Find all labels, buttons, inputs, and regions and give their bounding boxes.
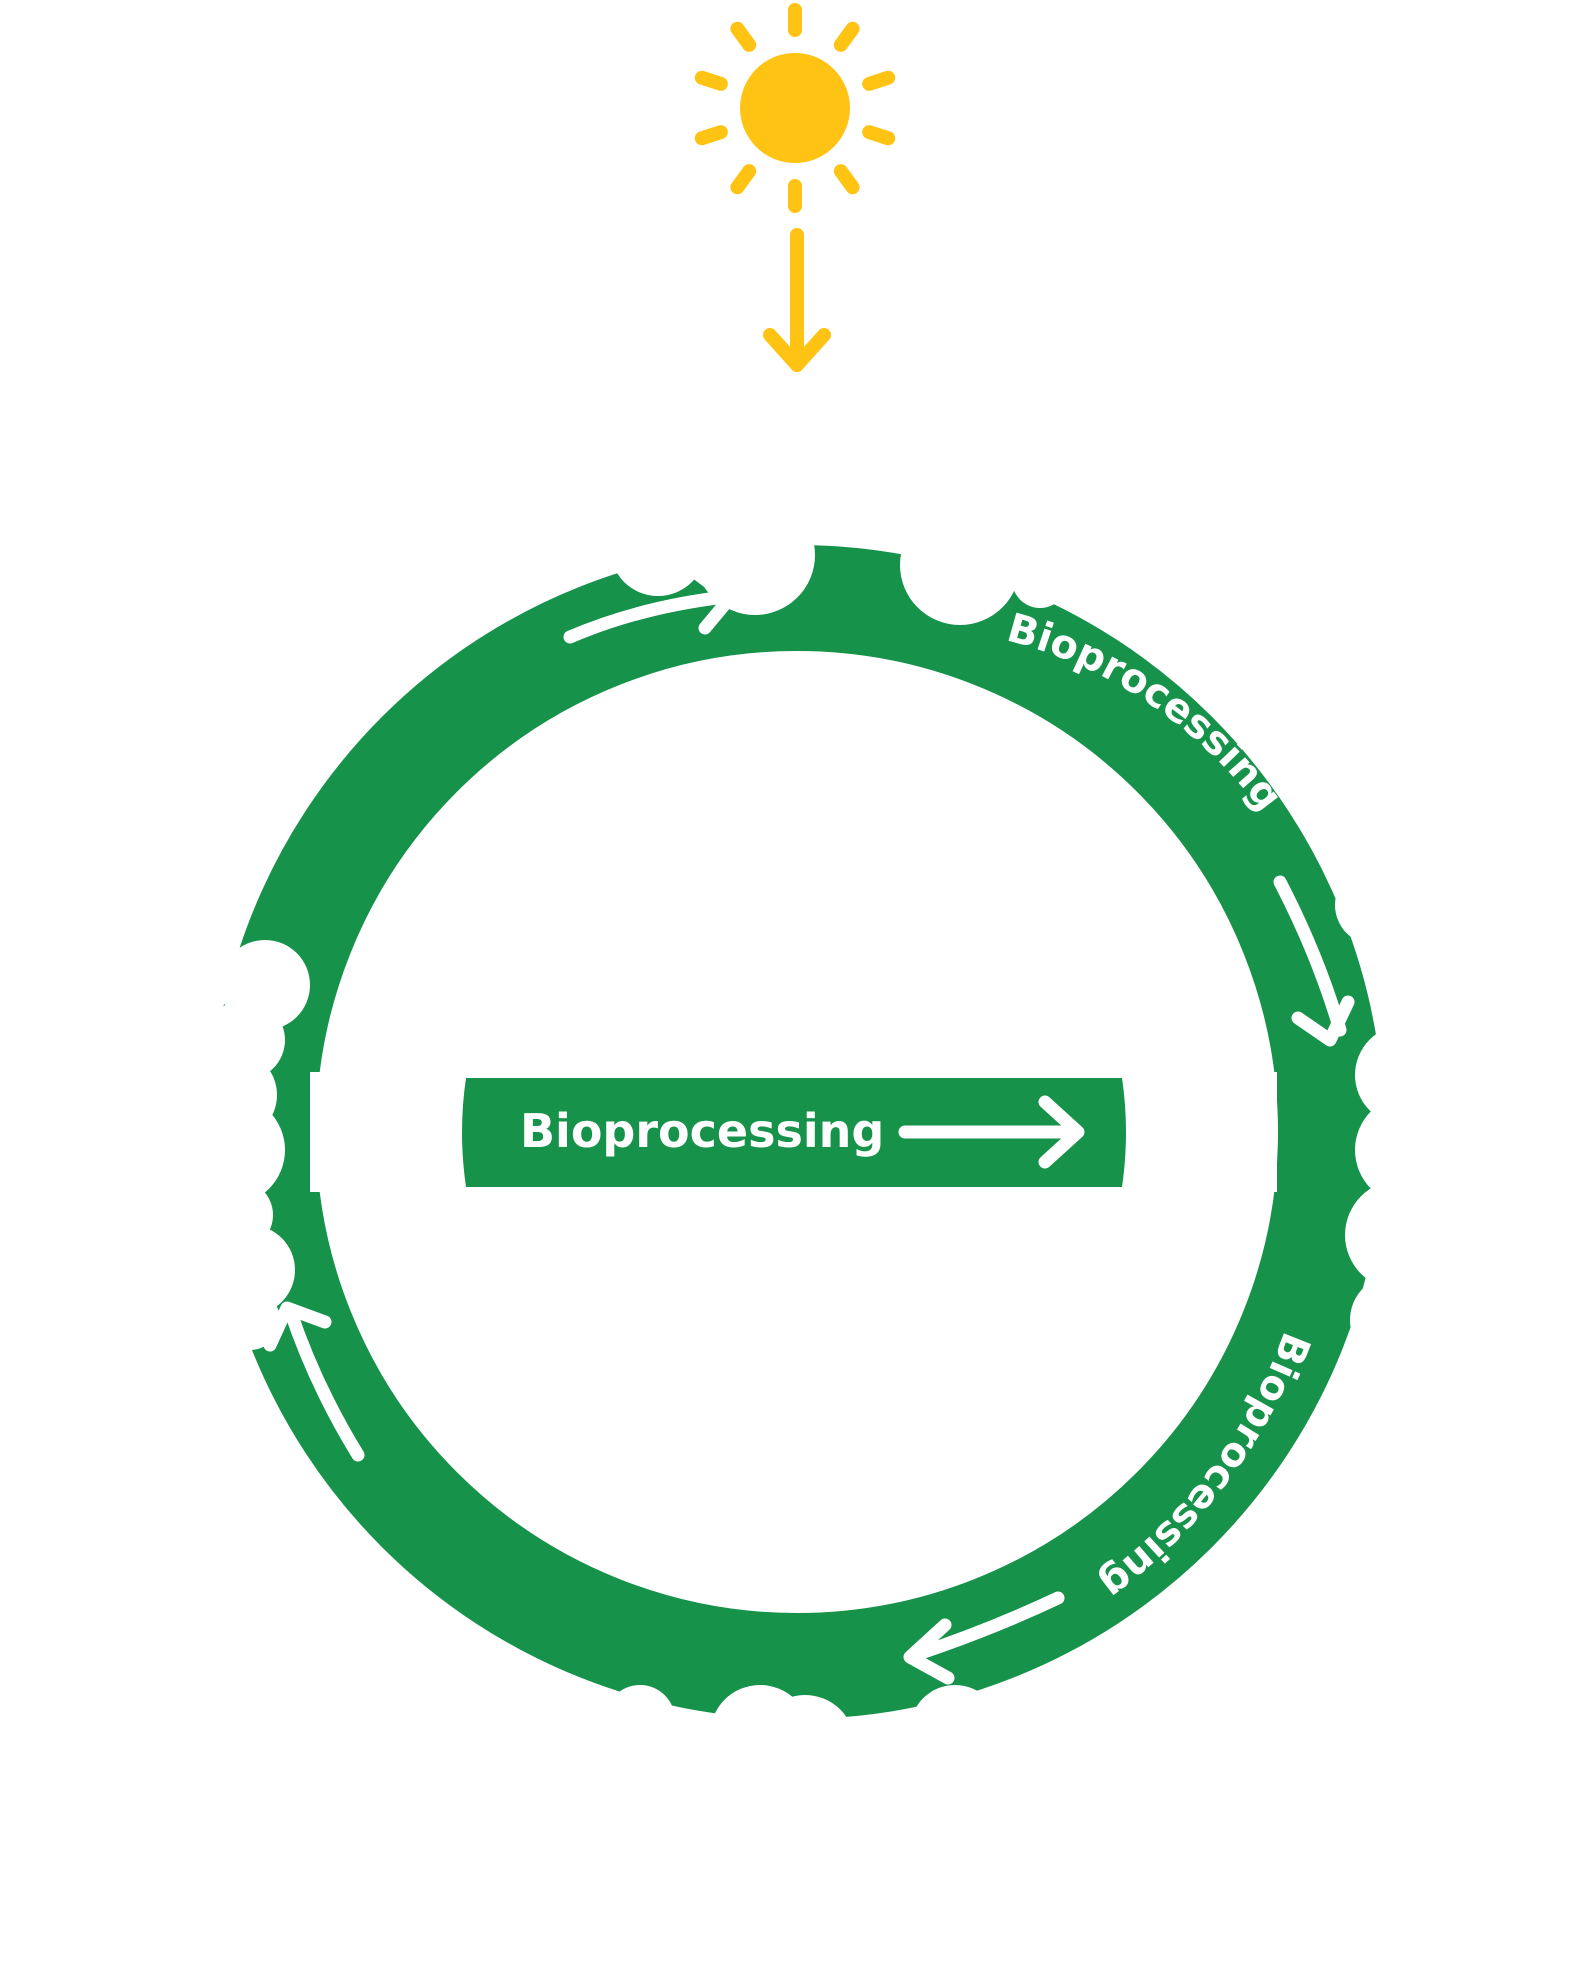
sun-ray: [833, 21, 860, 52]
center-band-label: Bioprocessing: [520, 1104, 884, 1158]
sun-ray: [694, 70, 728, 91]
sun-icon: [694, 3, 896, 213]
sun-ray: [862, 125, 896, 146]
sun-ray: [833, 164, 860, 195]
sun-ray: [694, 125, 728, 146]
sun-ray: [730, 164, 757, 195]
curved-arrow-icon-left: [263, 1301, 365, 1462]
arrow-down-icon: [763, 228, 831, 372]
sun-ray: [730, 21, 757, 52]
curved-arrow-icon-top-left: [563, 565, 737, 644]
curved-arrow-icon-bottom-right: [903, 1591, 1065, 1685]
center-band: [462, 1078, 1126, 1187]
curved-arrow-icon-right: [1273, 875, 1355, 1047]
cycle-ring: [210, 545, 1384, 1719]
sun-ray: [862, 70, 896, 91]
arc-label-bottom-right: Bioprocessing: [1091, 1326, 1318, 1608]
arrow-right-icon: [898, 1095, 1085, 1169]
